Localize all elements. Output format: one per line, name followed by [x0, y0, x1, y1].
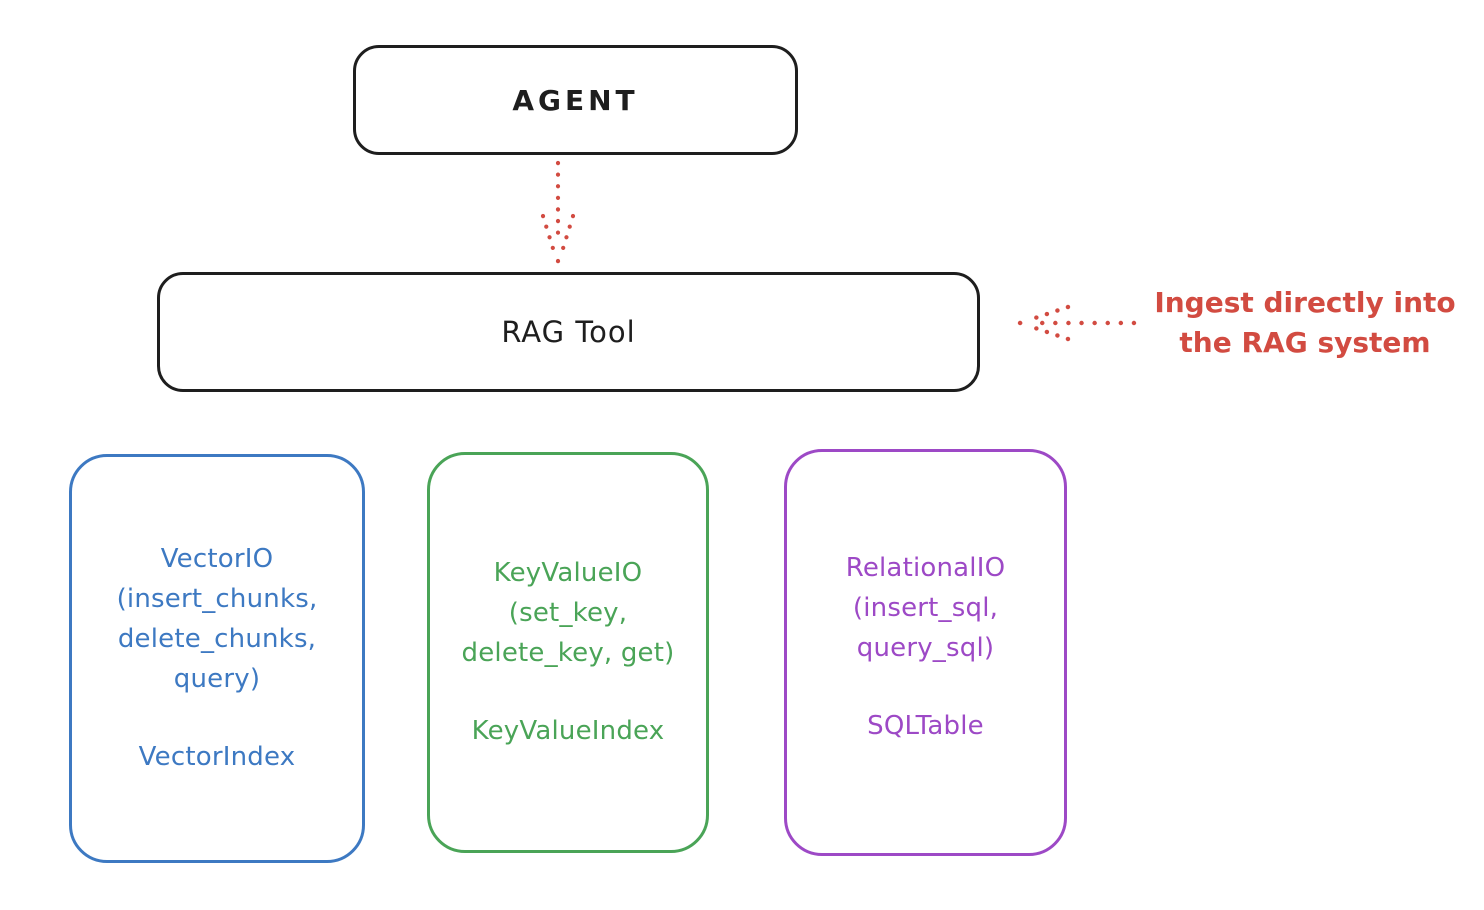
rag-tool-label: RAG Tool	[501, 315, 636, 349]
ingest-arrow	[1017, 304, 1137, 342]
keyvalue-io-node: KeyValueIO (set_key, delete_key, get) Ke…	[427, 452, 709, 853]
vector-io-node: VectorIO (insert_chunks, delete_chunks, …	[69, 454, 365, 863]
relational-io-title: RelationalIO (insert_sql, query_sql)	[845, 553, 1006, 663]
vector-io-title: VectorIO (insert_chunks, delete_chunks, …	[116, 544, 318, 694]
vector-index-label: VectorIndex	[138, 742, 296, 772]
agent-node: AGENT	[353, 45, 798, 155]
sql-table-label: SQLTable	[867, 711, 984, 741]
rag-tool-node: RAG Tool	[157, 272, 980, 392]
agent-label: AGENT	[512, 83, 639, 117]
agent-to-ragtool-arrow	[540, 160, 576, 264]
keyvalue-index-label: KeyValueIndex	[471, 716, 665, 746]
keyvalue-io-title: KeyValueIO (set_key, delete_key, get)	[461, 558, 675, 668]
ingest-annotation: Ingest directly into the RAG system	[1154, 286, 1456, 359]
relational-io-node: RelationalIO (insert_sql, query_sql) SQL…	[784, 449, 1067, 856]
